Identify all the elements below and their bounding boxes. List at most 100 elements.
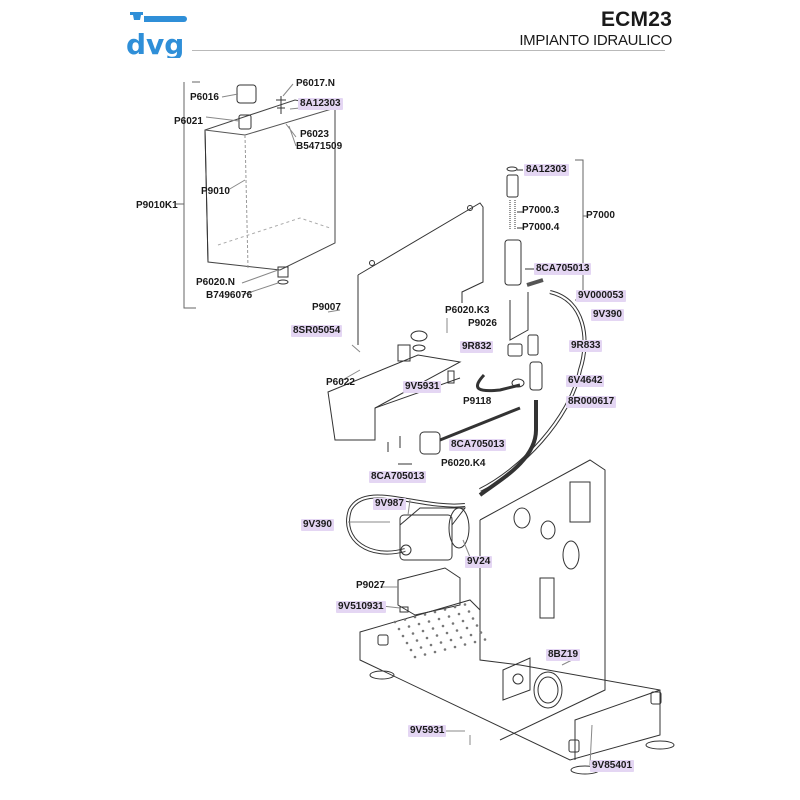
part-label-p6016[interactable]: P6016 (190, 92, 219, 103)
perforation-dot (443, 648, 447, 651)
pump (348, 499, 471, 616)
tank-oring (277, 279, 289, 285)
part-label-9v390-left[interactable]: 9V390 (301, 519, 334, 531)
back-panel (327, 202, 484, 441)
part-label-p6021[interactable]: P6021 (174, 116, 203, 127)
perforation-dot (419, 646, 423, 649)
perforation-dot (433, 650, 437, 654)
part-label-8a12303-valve[interactable]: 8A12303 (524, 164, 569, 176)
part-label-8bz19[interactable]: 8BZ19 (546, 649, 581, 661)
perforation-dot (405, 641, 409, 645)
perforation-dot (459, 636, 463, 639)
perforation-dot (471, 617, 475, 620)
perforation-dot (403, 618, 407, 621)
tank-outlet (277, 266, 289, 278)
part-label-9v5931-bottom[interactable]: 9V5931 (408, 725, 447, 737)
portafilter-icon (130, 12, 143, 20)
perforation-dot (435, 634, 439, 637)
tank-fitting (276, 96, 286, 114)
chassis-frame (359, 459, 675, 775)
perforation-dot (439, 641, 443, 644)
perforation-dot (411, 632, 415, 635)
part-label-p9027[interactable]: P9027 (356, 580, 385, 591)
part-label-p6023[interactable]: P6023 (300, 129, 329, 140)
perforation-dot (407, 625, 411, 628)
part-label-8ca705013-mid[interactable]: 8CA705013 (449, 439, 507, 451)
perforation-dot (443, 608, 447, 611)
part-label-p9010[interactable]: P9010 (201, 186, 230, 197)
perforation-dot (427, 620, 431, 623)
part-label-p9026[interactable]: P9026 (468, 318, 497, 329)
part-label-p6017-n[interactable]: P6017.N (296, 78, 335, 89)
perforation-dot (429, 643, 433, 647)
part-label-8ca705013-top[interactable]: 8CA705013 (534, 263, 592, 275)
part-label-9v987[interactable]: 9V987 (373, 498, 406, 510)
panel-switch (397, 344, 411, 362)
part-label-8ca705013-low[interactable]: 8CA705013 (369, 471, 427, 483)
part-label-9v24[interactable]: 9V24 (465, 556, 493, 568)
pump-bracket (397, 567, 461, 616)
perforation-dot (415, 639, 419, 642)
part-label-b7496076[interactable]: B7496076 (206, 290, 253, 301)
part-label-9v390-right[interactable]: 9V390 (591, 309, 624, 321)
part-label-6v4642[interactable]: 6V4642 (566, 375, 605, 387)
perforation-dot (457, 612, 461, 616)
perforation-dot (413, 655, 417, 659)
perforation-dot (455, 629, 459, 632)
perforation-dot (461, 619, 465, 623)
part-label-8a12303-tank[interactable]: 8A12303 (298, 98, 343, 110)
perforation-dot (447, 615, 451, 618)
perforation-dot (463, 603, 467, 606)
perforation-dot (441, 624, 445, 628)
perforation-dot (469, 633, 473, 637)
perforation-dot (433, 610, 437, 614)
model-title: ECM23 (600, 8, 672, 31)
part-label-p6020-n[interactable]: P6020.N (196, 277, 235, 288)
part-label-9v5931-top[interactable]: 9V5931 (403, 381, 442, 393)
part-label-9v510931[interactable]: 9V510931 (336, 601, 386, 613)
valve-assembly (504, 159, 587, 341)
part-label-b5471509[interactable]: B5471509 (296, 141, 343, 152)
perforation-dot (423, 653, 427, 656)
part-label-8r000617[interactable]: 8R000617 (566, 396, 617, 408)
part-label-p7000[interactable]: P7000 (586, 210, 615, 221)
perforation-dot (401, 634, 405, 638)
part-label-p7000-3[interactable]: P7000.3 (522, 205, 560, 216)
t-fitting (419, 431, 441, 455)
fittings (387, 334, 543, 465)
perforation-dot (431, 627, 435, 630)
perforation-dot (445, 631, 449, 635)
perforation-dot (465, 626, 469, 630)
perforation-dot (413, 615, 417, 619)
part-label-p6020-k4[interactable]: P6020.K4 (441, 458, 486, 469)
pressure-gauge (533, 671, 563, 709)
part-label-p6020-k3[interactable]: P6020.K3 (445, 305, 490, 316)
perforation-dot (453, 645, 457, 649)
tank-valve (238, 114, 252, 130)
perforation-dot (437, 617, 441, 621)
dvg-logo: dvg (126, 12, 187, 58)
perforation-dot (453, 605, 457, 609)
perforation-dot (393, 620, 397, 624)
perforation-dot (397, 627, 401, 631)
perforation-dot (467, 610, 471, 613)
part-label-9r832[interactable]: 9R832 (460, 341, 494, 353)
part-label-9r833[interactable]: 9R833 (569, 340, 603, 352)
part-label-p7000-4[interactable]: P7000.4 (522, 222, 560, 233)
part-label-p9010k1[interactable]: P9010K1 (136, 200, 178, 211)
part-label-p6022[interactable]: P6022 (326, 377, 355, 388)
water-tank (176, 81, 336, 309)
perforation-dot (463, 643, 467, 646)
part-label-9v85401[interactable]: 9V85401 (590, 760, 635, 772)
perforation-dot (421, 629, 425, 633)
part-label-9v000053[interactable]: 9V000053 (576, 290, 626, 302)
perforation-dot (483, 638, 487, 641)
part-label-p9007[interactable]: P9007 (312, 302, 341, 313)
part-label-p9118[interactable]: P9118 (463, 396, 492, 407)
part-label-8sr05054[interactable]: 8SR05054 (291, 325, 343, 337)
perforation-dot (409, 648, 413, 652)
perforation-dot (417, 622, 421, 626)
perforation-dot (473, 640, 477, 644)
hoses (346, 290, 587, 555)
